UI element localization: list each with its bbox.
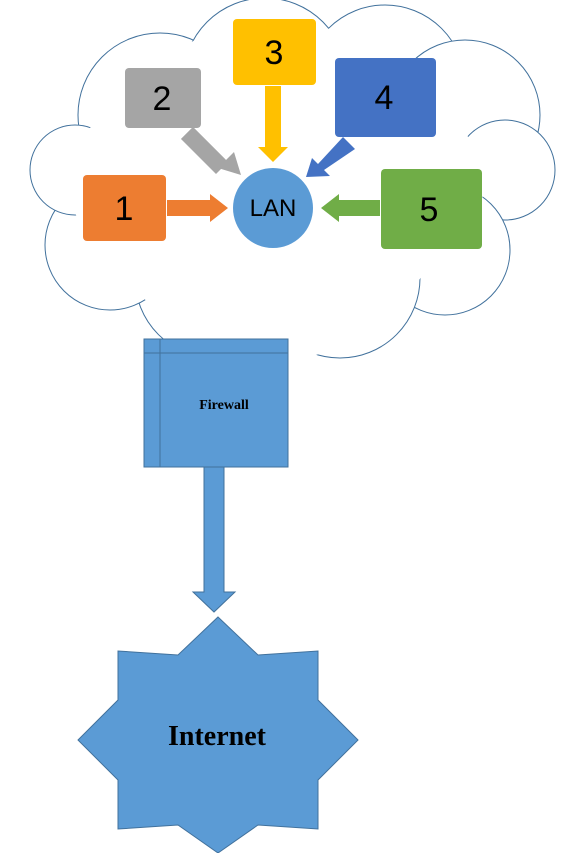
node-5-label: 5 <box>420 191 439 229</box>
node-2-box <box>125 68 201 128</box>
node-2-label: 2 <box>153 80 172 118</box>
node-1-box <box>83 175 166 241</box>
arrow-4-to-lan <box>306 137 355 177</box>
firewall-box <box>143 338 289 468</box>
arrow-3-to-lan <box>258 86 288 162</box>
node-3-box <box>233 19 316 85</box>
lan-label: LAN <box>250 195 297 222</box>
node-4-box <box>335 58 436 137</box>
arrow-1-to-lan <box>167 194 228 222</box>
arrow-2-shaft <box>181 127 228 174</box>
lan-hub <box>233 168 313 248</box>
node-3-label: 3 <box>265 34 284 72</box>
arrow-firewall-to-internet <box>191 466 237 613</box>
node-4-label: 4 <box>375 79 394 117</box>
internet-label: Internet <box>168 721 267 752</box>
node-5-box <box>381 169 482 249</box>
firewall-label: Firewall <box>199 398 249 413</box>
node-1-label: 1 <box>115 190 134 228</box>
arrow-5-to-lan <box>321 194 380 222</box>
internet-star <box>77 616 359 853</box>
